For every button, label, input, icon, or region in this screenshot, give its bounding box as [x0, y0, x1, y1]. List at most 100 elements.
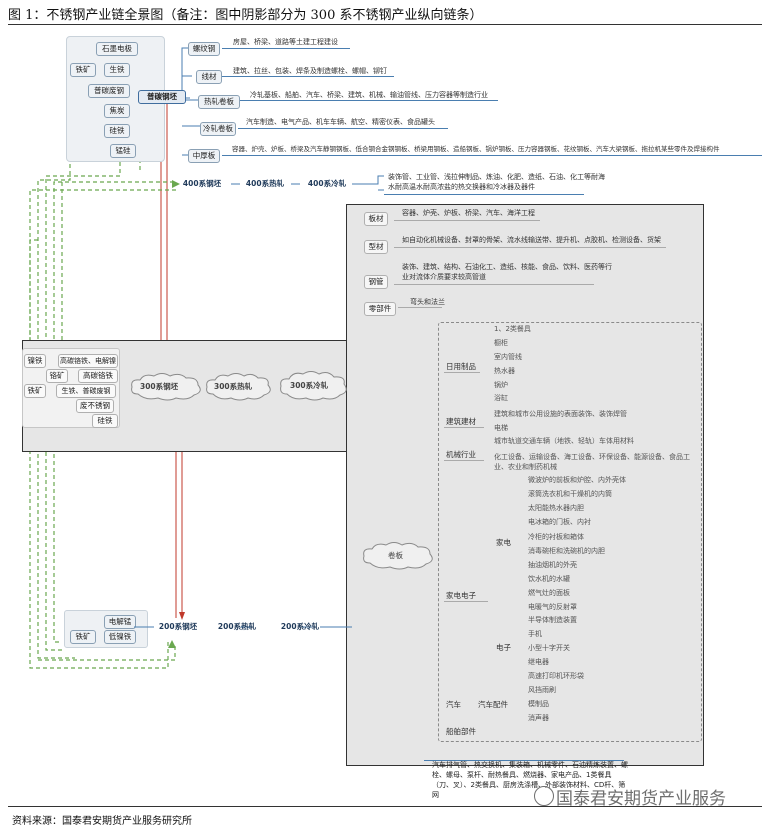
carbon-billet-node: 普碳钢坯	[138, 90, 186, 104]
s200-hot-rolled: 200系热轧	[214, 621, 260, 633]
figure-caption: 图 1：不锈钢产业链全景图（备注：图中阴影部分为 300 系不锈钢产业纵向链条）	[8, 8, 483, 23]
daily-item: 橱柜	[494, 339, 508, 347]
s200-cold-rolled: 200系冷轧	[276, 621, 324, 633]
cold-coil-use: 汽车制造、电气产品、机车车辆、航空、精密仪表、食品罐头	[246, 118, 435, 126]
coil-label: 卷板	[388, 551, 403, 560]
daily-item: 浴缸	[494, 394, 508, 402]
s400-billet: 400系钢坯	[176, 178, 228, 190]
machinery-item: 城市轨道交通车辆（地铁、轻轨）车体用材料	[494, 437, 634, 445]
raw-pig-iron: 生铁	[104, 63, 130, 77]
cat-plate-use: 容器、炉壳、炉板、桥梁、汽车、海洋工程	[402, 209, 535, 217]
cat-parts-use: 弯头和法兰	[410, 298, 445, 306]
cold-coil-underline	[238, 128, 448, 129]
raw-scrap-steel: 普碳废钢	[88, 84, 130, 98]
daily-item: 1、2类餐具	[494, 325, 531, 333]
raw-silicomanganese: 锰硅	[110, 144, 136, 158]
raw-graphite-electrode: 石墨电极	[96, 42, 138, 56]
hot-coil-use: 冷轧基板、船舶、汽车、桥梁、建筑、机械、输油管线、压力容器等制造行业	[250, 91, 488, 99]
cat-pipe-underline	[394, 284, 594, 285]
s200-link	[134, 626, 154, 628]
s300-hot-cloud	[206, 373, 271, 401]
machinery-underline	[444, 460, 484, 461]
product-plate: 中厚板	[188, 149, 220, 163]
auto-parts-label: 汽车配件	[478, 700, 508, 709]
daily-underline	[444, 372, 480, 373]
watermark-logo-icon	[534, 786, 554, 806]
product-rebar: 螺纹钢	[188, 42, 220, 56]
cat-profile: 型材	[364, 240, 388, 254]
s400-cold-rolled: 400系冷轧	[302, 178, 352, 190]
raw-stainless-scrap: 废不锈钢	[76, 399, 114, 413]
s300-cold-cloud	[280, 371, 347, 401]
wire-rod-use: 建筑、拉丝、包装、焊条及制造螺栓、螺帽、铆钉	[233, 67, 387, 75]
building-item: 电梯	[494, 424, 508, 432]
electronics-item: 半导体制造装置	[528, 616, 577, 624]
machinery-label: 机械行业	[446, 450, 476, 459]
raw-high-carbon-ferrochrome-2: 高碳铬铁	[78, 369, 118, 383]
auto-label: 汽车	[446, 700, 461, 709]
appliance-label: 家电电子	[446, 591, 476, 600]
s400-underline	[384, 194, 584, 195]
raw-low-nickel-iron: 低镍铁	[104, 630, 136, 644]
home-item: 太阳能热水器内胆	[528, 504, 584, 512]
coil-bottom-use: 汽车排气管、热交换机、集装箱、机械零件、石油精炼装置、螺栓、螺母、泵杆、耐热餐具…	[432, 761, 628, 799]
appliance-underline	[444, 601, 488, 602]
caption-rule	[8, 24, 762, 25]
ship-label: 船舶部件	[446, 727, 476, 736]
cat-plate-underline	[394, 220, 540, 221]
electronics-item: 小型十字开关	[528, 644, 570, 652]
daily-item: 锅炉	[494, 381, 508, 389]
s300-cold-rolled: 300系冷轧	[290, 381, 329, 390]
s200-billet: 200系钢坯	[152, 621, 204, 633]
watermark-text: 国泰君安期货产业服务	[556, 789, 726, 809]
daily-item: 热水器	[494, 367, 515, 375]
raw-nickel-pig-iron: 镍铁	[24, 354, 46, 368]
raw-carbon-scrap-300: 普碳废钢	[82, 387, 111, 395]
s200-to-coil-link	[320, 626, 352, 628]
source-rule	[8, 806, 762, 807]
home-item: 消毒碗柜和洗碗机的内胆	[528, 547, 605, 555]
raw-pig-iron-300: 生铁	[61, 387, 76, 395]
auto-item: 模制品	[528, 700, 549, 708]
auto-item: 消声器	[528, 714, 549, 722]
s300-billet: 300系钢坯	[140, 382, 179, 391]
home-appliance-label: 家电	[496, 538, 511, 547]
s300-shaded-tree	[346, 204, 704, 766]
raw-iron-ore-200: 铁矿	[70, 630, 96, 644]
s400-hot-rolled: 400系热轧	[240, 178, 290, 190]
raw-coke: 焦炭	[104, 104, 130, 118]
raw-electrolytic-nickel: 电解镍	[95, 357, 116, 365]
rebar-underline	[222, 48, 350, 49]
building-item: 建筑和城市公用设施的表面装饰、装饰焊管	[494, 410, 627, 418]
product-hot-rolled-coil: 热轧卷板	[198, 95, 240, 109]
electronics-item: 手机	[528, 630, 542, 638]
cat-profile-use: 如自动化机械设备、封罩的骨架、流水线输送带、提升机、点胶机、检测设备、货架	[402, 236, 661, 244]
daily-item: 室内管线	[494, 353, 522, 361]
home-item: 饮水机的水罐	[528, 575, 570, 583]
home-item: 冷柜的衬板和箱体	[528, 533, 584, 541]
home-item: 微波炉的前板和炉腔、内外壳体	[528, 476, 626, 484]
electronics-label: 电子	[496, 643, 511, 652]
auto-item: 风挡雨刷	[528, 686, 556, 694]
coil-cloud	[363, 542, 433, 570]
plate-use: 容器、炉壳、炉板、桥梁及汽车静钢钢板、低合钢合金钢钢板、桥梁用钢板、造船钢板、锅…	[232, 145, 720, 153]
raw-ferrosilicon: 硅铁	[104, 124, 130, 138]
cat-plate: 板材	[364, 212, 388, 226]
product-wire-rod: 线材	[196, 70, 222, 84]
cat-parts-underline	[398, 307, 442, 308]
product-cold-rolled-coil: 冷轧卷板	[200, 122, 236, 136]
raw-chrome-ore: 铬矿	[46, 369, 68, 383]
hot-coil-underline	[240, 100, 498, 101]
raw-iron-ore-300: 铁矿	[24, 384, 46, 398]
electronics-item: 继电器	[528, 658, 549, 666]
s300-hot-rolled: 300系热轧	[214, 382, 253, 391]
cat-profile-underline	[394, 247, 666, 248]
cat-pipe: 钢管	[364, 275, 388, 289]
home-item: 电冰箱的门板、内衬	[528, 518, 591, 526]
raw-electrolytic-manganese: 电解锰	[104, 615, 136, 629]
source-note: 资料来源：国泰君安期货产业服务研究所	[12, 816, 192, 827]
home-item: 抽油烟机的外壳	[528, 561, 577, 569]
coil-subtree-frame	[438, 322, 702, 742]
coil-bottom-underline	[424, 760, 624, 761]
s400-use: 装饰管、工业管、浅拉伸制品、炼油、化肥、造纸、石油、化工等耐海水耐高温水耐高浓盐…	[388, 173, 605, 191]
